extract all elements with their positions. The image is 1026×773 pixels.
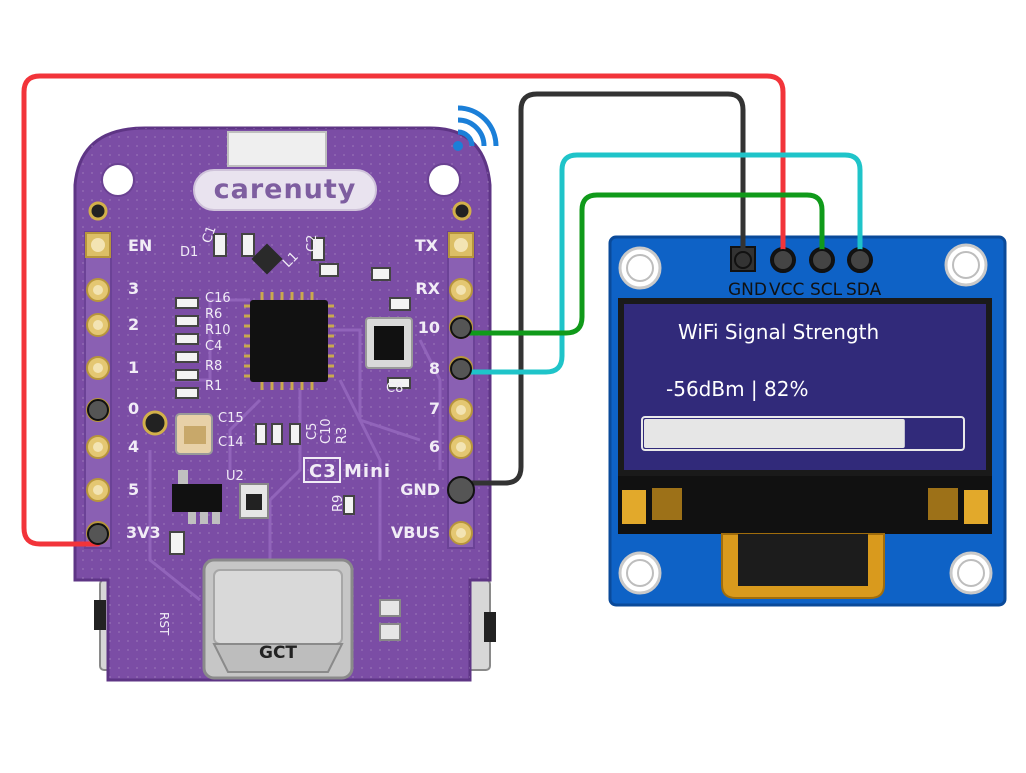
oled-title: WiFi Signal Strength [678, 320, 879, 344]
label-c4: C4 [205, 339, 222, 354]
esp32-c3-chip [244, 292, 334, 390]
pin-label-3: 3 [128, 279, 139, 298]
label-c15: C15 [218, 411, 244, 426]
label-d1: D1 [180, 245, 198, 260]
inductor [251, 243, 283, 275]
label-r9: R9 [331, 495, 346, 512]
oled-pin-scl: SCL [810, 280, 843, 300]
wire-gnd-gnd [458, 91, 746, 486]
oled-reading: -56dBm | 82% [666, 377, 808, 401]
rst-label: RST [157, 612, 171, 636]
pin-label-rx: RX [415, 279, 440, 298]
oled-pin-gnd: GND [728, 280, 767, 300]
pin-label-en: EN [128, 236, 152, 255]
wire-8-sda [458, 152, 863, 375]
signal-bar-frame [641, 416, 965, 451]
oled-pin-sda: SDA [846, 280, 882, 300]
usb-label: GCT [259, 643, 297, 663]
passive-components [169, 233, 411, 555]
crystal [365, 317, 413, 369]
wifi-icon [453, 105, 499, 151]
node-gnd [447, 476, 475, 504]
label-r8: R8 [205, 359, 222, 374]
label-r1: R1 [205, 379, 222, 394]
label-c2: C2 [305, 235, 320, 252]
label-c1: C1 [200, 224, 220, 245]
label-c8: C8 [386, 381, 403, 396]
node-oled-sda [849, 249, 871, 271]
node-pin-0 [87, 399, 109, 421]
node-3v3 [87, 523, 109, 545]
pin-label-2: 2 [128, 315, 139, 334]
brand-text: carenuty [214, 174, 357, 205]
left-header [84, 231, 112, 549]
wires [21, 73, 863, 547]
label-r3: R3 [335, 427, 350, 444]
wire-3v3-vcc [21, 73, 786, 547]
connection-nodes [87, 249, 871, 545]
mount-hole [101, 163, 135, 197]
node-oled-vcc [772, 249, 794, 271]
pin-label-10: 10 [418, 318, 440, 337]
label-r10: R10 [205, 323, 231, 338]
brand-plate [193, 169, 377, 211]
c3-mini-board: carenuty EN 3 2 [73, 126, 496, 682]
pin-label-0: 0 [128, 399, 139, 418]
node-pin-8 [450, 358, 472, 380]
node-oled-scl [811, 249, 833, 271]
node-pin-10 [450, 317, 472, 339]
pin-label-6: 6 [429, 437, 440, 456]
usb-c-connector: GCT [202, 558, 354, 680]
oled-pin-vcc: VCC [769, 280, 804, 300]
pin-label-8: 8 [429, 359, 440, 378]
node-oled-gnd [734, 251, 752, 269]
label-r6: R6 [205, 307, 222, 322]
signal-bar-fill [644, 419, 905, 448]
label-c10: C10 [319, 418, 334, 444]
pin-label-vbus: VBUS [391, 523, 440, 542]
oled-module: GND VCC SCL SDA WiFi Signal Strength -56… [608, 235, 1007, 607]
regulator-u2 [172, 470, 269, 524]
label-c16: C16 [205, 291, 231, 306]
mount-hole [427, 163, 461, 197]
pin-label-1: 1 [128, 358, 139, 377]
pin-label-gnd: GND [400, 480, 440, 499]
label-u2: U2 [226, 469, 244, 484]
antenna [227, 131, 327, 167]
model-label: C3 Mini [309, 461, 391, 482]
pin-label-5: 5 [128, 480, 139, 499]
pin-label-3v3: 3V3 [126, 523, 161, 542]
label-c5: C5 [305, 423, 320, 440]
pin-label-7: 7 [429, 399, 440, 418]
pin-label-tx: TX [415, 236, 439, 255]
pin-label-4: 4 [128, 437, 139, 456]
wire-10-scl [458, 192, 825, 336]
label-c14: C14 [218, 435, 244, 450]
